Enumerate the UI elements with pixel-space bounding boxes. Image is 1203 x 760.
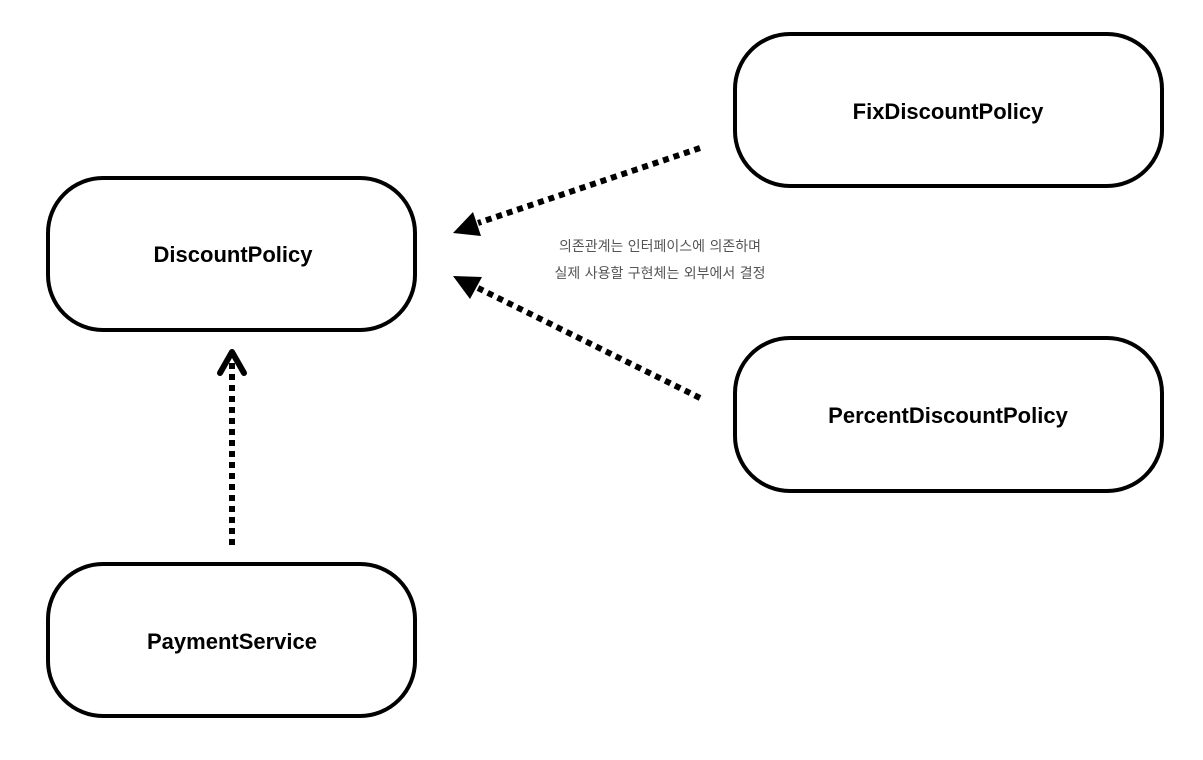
annotation: 의존관계는 인터페이스에 의존하며 실제 사용할 구현체는 외부에서 결정 [555, 239, 766, 282]
node-percent-discount-policy: PercentDiscountPolicy [733, 336, 1164, 493]
node-percent-discount-policy-label: PercentDiscountPolicy [828, 403, 1068, 428]
node-payment-service-label: PaymentService [147, 629, 317, 654]
edge-percent-to-discount-line [476, 285, 702, 401]
edge-percent-to-discount [453, 276, 702, 401]
node-payment-service: PaymentService [46, 562, 417, 718]
annotation-line-1: 의존관계는 인터페이스에 의존하며 [559, 239, 761, 255]
node-payment-service-box [46, 562, 417, 718]
edge-payment-to-discount-arrowhead [217, 349, 247, 376]
node-fix-discount-policy-box [733, 32, 1164, 188]
node-percent-discount-policy-box [733, 336, 1164, 493]
node-discount-policy: DiscountPolicy [46, 176, 417, 332]
node-discount-policy-label: DiscountPolicy [154, 242, 314, 267]
annotation-line-2: 실제 사용할 구현체는 외부에서 결정 [555, 266, 766, 282]
edge-fix-to-discount-line [477, 145, 701, 226]
edge-fix-to-discount [453, 145, 701, 236]
edge-percent-to-discount-arrowhead [453, 276, 482, 299]
node-fix-discount-policy-label: FixDiscountPolicy [853, 99, 1044, 124]
node-fix-discount-policy: FixDiscountPolicy [733, 32, 1164, 188]
node-discount-policy-box [46, 176, 417, 332]
edge-payment-to-discount [217, 349, 247, 545]
edge-fix-to-discount-arrowhead [453, 212, 481, 236]
